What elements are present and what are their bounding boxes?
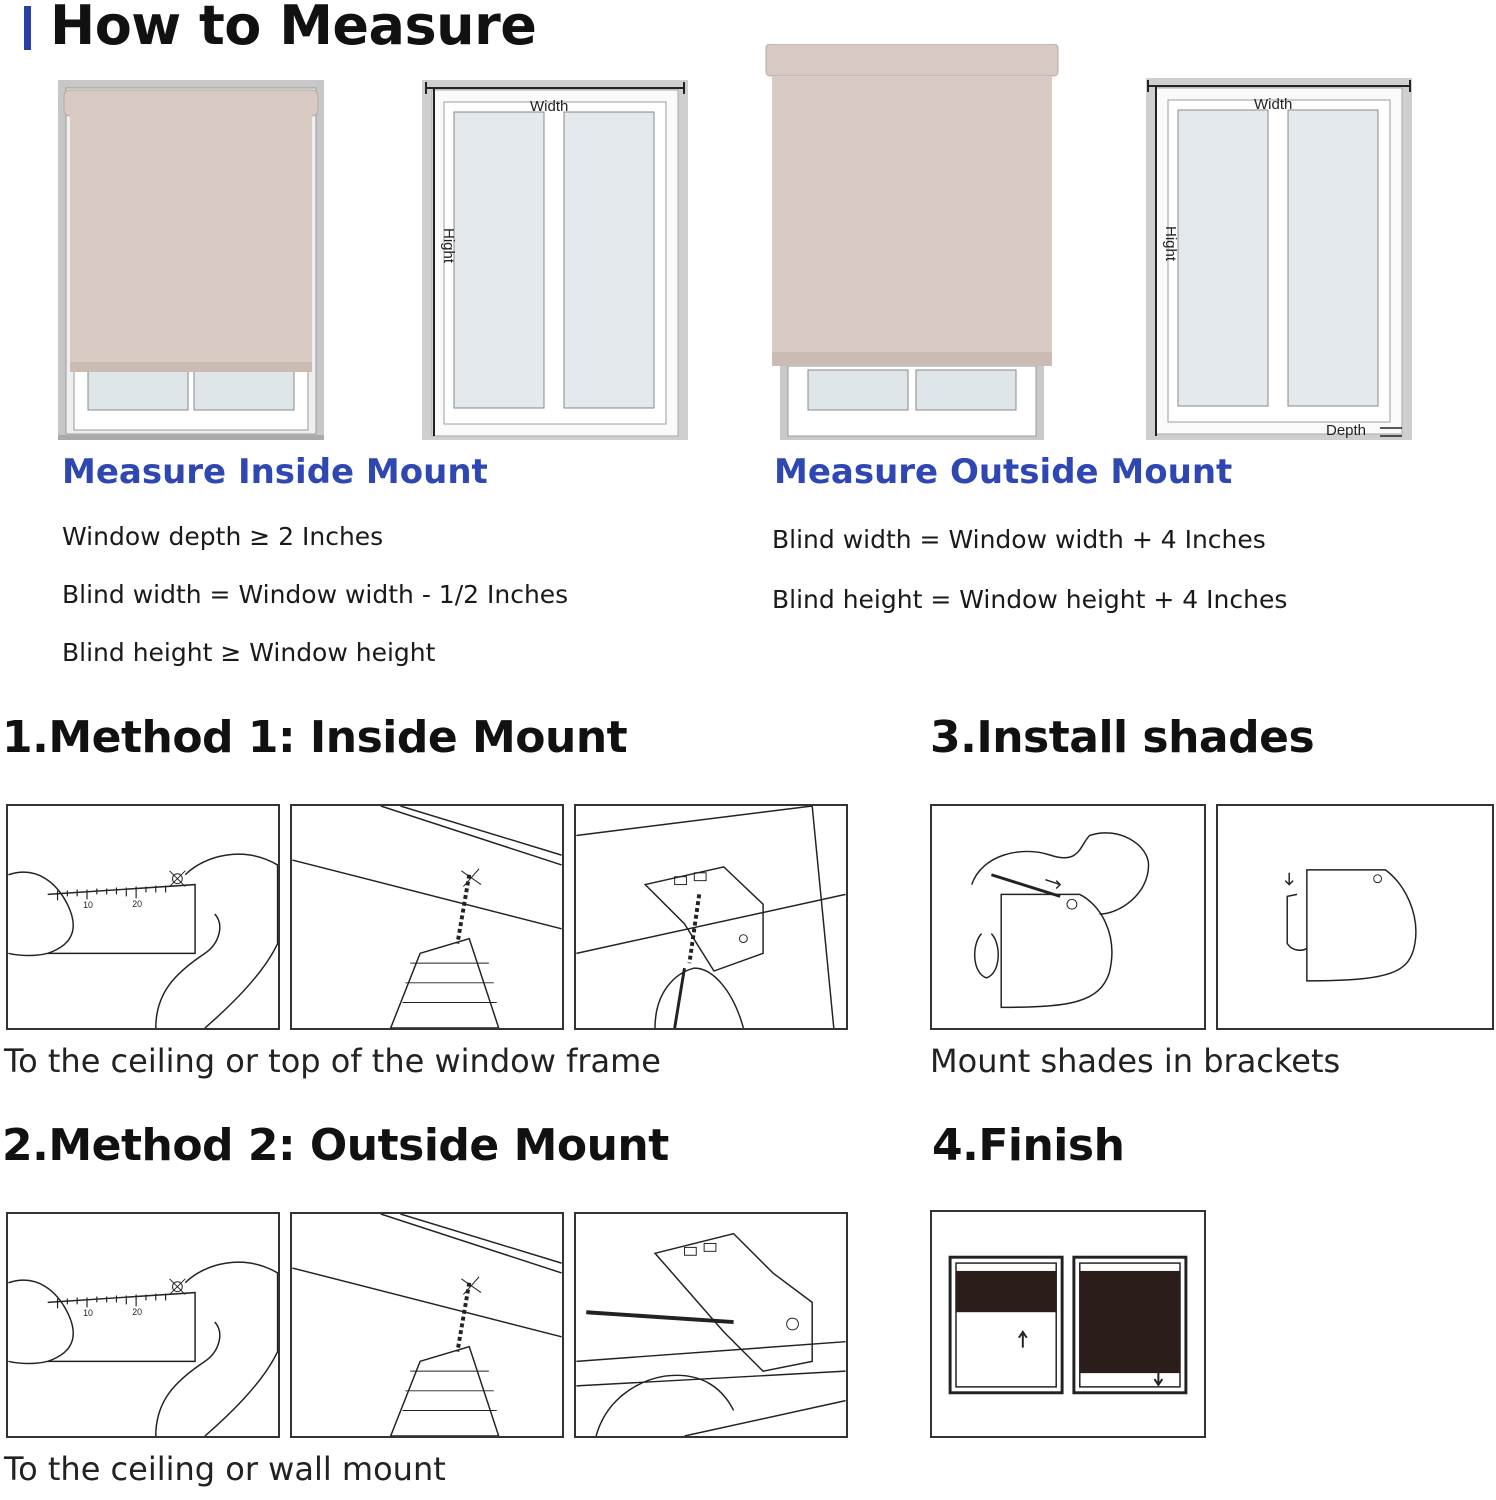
method1-bracket-panel bbox=[574, 804, 848, 1030]
inside-rule-height: Blind height ≥ Window height bbox=[62, 638, 436, 667]
outside-mount-shade-figure bbox=[764, 43, 1060, 440]
method1-ruler-panel: 10 20 bbox=[6, 804, 280, 1030]
ruler-tick-20: 20 bbox=[132, 899, 142, 909]
height-label-outside: Hight bbox=[1162, 226, 1179, 262]
install-caption: Mount shades in brackets bbox=[930, 1042, 1341, 1080]
depth-label: Depth bbox=[1326, 422, 1366, 439]
title-accent-bar bbox=[24, 6, 31, 50]
install-hand-panel bbox=[930, 804, 1206, 1030]
method1-title: 1.Method 1: Inside Mount bbox=[2, 712, 628, 763]
inside-mount-shade-figure bbox=[58, 80, 324, 440]
page-title: How to Measure bbox=[50, 0, 537, 57]
width-label-outside: Width bbox=[1254, 96, 1292, 113]
method1-caption: To the ceiling or top of the window fram… bbox=[4, 1042, 661, 1080]
width-label: Width bbox=[530, 98, 568, 115]
install-title: 3.Install shades bbox=[930, 712, 1315, 763]
outside-window-measure-figure: Width Hight Depth bbox=[1146, 78, 1412, 440]
finish-title: 4.Finish bbox=[932, 1120, 1125, 1171]
method2-title: 2.Method 2: Outside Mount bbox=[2, 1120, 669, 1171]
outside-rule-height: Blind height = Window height + 4 Inches bbox=[772, 585, 1288, 614]
ruler-tick-20-m2: 20 bbox=[132, 1307, 142, 1317]
finish-panel bbox=[930, 1210, 1206, 1438]
method2-ruler-panel: 10 20 bbox=[6, 1212, 280, 1438]
method2-caption: To the ceiling or wall mount bbox=[4, 1450, 446, 1488]
inside-window-measure-figure: Width Hight bbox=[422, 80, 688, 440]
ruler-tick-10: 10 bbox=[83, 900, 93, 910]
inside-mount-title: Measure Inside Mount bbox=[62, 452, 488, 492]
ruler-tick-10-m2: 10 bbox=[83, 1308, 93, 1318]
install-bracket-panel bbox=[1216, 804, 1494, 1030]
method2-bracket-panel bbox=[574, 1212, 848, 1438]
outside-mount-title: Measure Outside Mount bbox=[774, 452, 1233, 492]
method2-drill-panel bbox=[290, 1212, 564, 1438]
outside-rule-width: Blind width = Window width + 4 Inches bbox=[772, 525, 1266, 554]
inside-rule-width: Blind width = Window width - 1/2 Inches bbox=[62, 580, 569, 609]
inside-rule-depth: Window depth ≥ 2 Inches bbox=[62, 522, 384, 551]
height-label: Hight bbox=[440, 228, 457, 264]
method1-drill-panel bbox=[290, 804, 564, 1030]
